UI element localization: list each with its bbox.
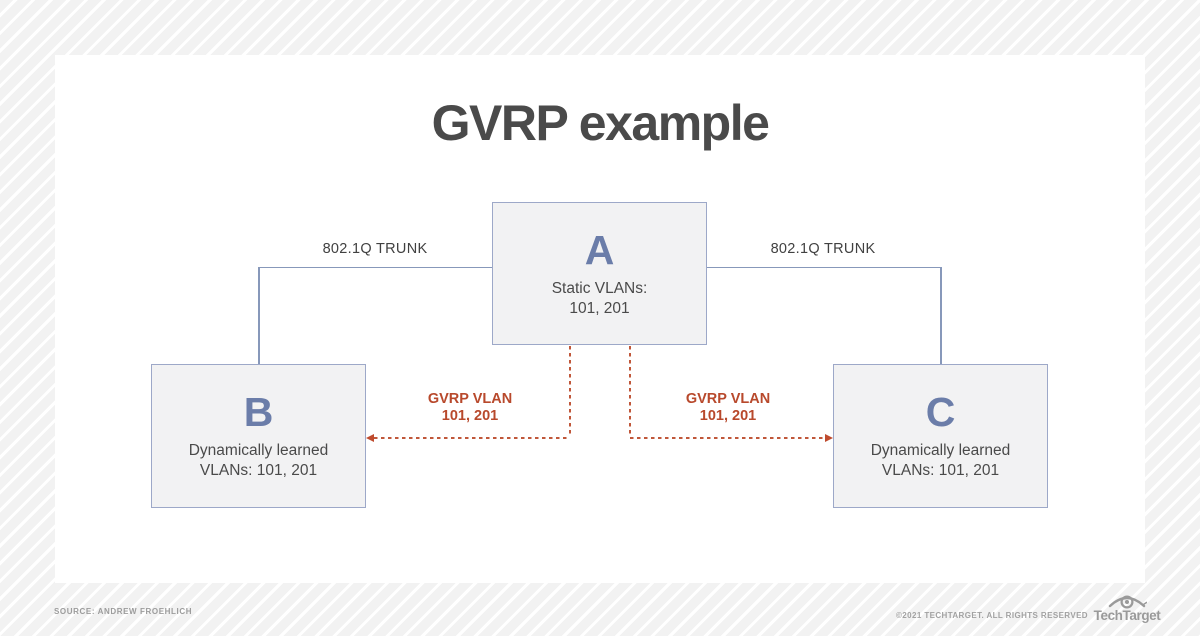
gvrp-label-left-line1: GVRP VLAN [427, 391, 513, 407]
arrowhead-left-icon [366, 433, 374, 442]
switch-a-line1: Static VLANs: [551, 279, 648, 297]
switch-b-letter: B [243, 389, 274, 435]
switch-a-line2: 101, 201 [569, 299, 630, 317]
gvrp-label-left-line2: 101, 201 [441, 408, 499, 424]
page-title: GVRP example [431, 95, 770, 151]
trunk-label-left: 802.1Q TRUNK [322, 241, 428, 257]
trunk-label-right: 802.1Q TRUNK [770, 241, 876, 257]
switch-b-line2: VLANs: 101, 201 [199, 462, 318, 479]
switch-c-line1: Dynamically learned [870, 442, 1011, 459]
trunk-line-left-vertical [258, 267, 260, 364]
switch-b-line1: Dynamically learned [188, 442, 329, 459]
switch-a-letter: A [584, 226, 615, 273]
trunk-line-left-horizontal [259, 266, 492, 268]
gvrp-dashed-line-right-vertical [629, 346, 631, 437]
gvrp-label-right-line1: GVRP VLAN [685, 391, 771, 407]
gvrp-dashed-line-right-horizontal [630, 437, 826, 439]
arrowhead-right-icon [825, 433, 833, 442]
techtarget-logo: TechTarget [1094, 590, 1161, 623]
gvrp-label-right-line2: 101, 201 [699, 408, 757, 424]
gvrp-dashed-line-left-vertical [569, 346, 571, 437]
gvrp-label-right: GVRP VLAN 101, 201 [643, 391, 813, 425]
techtarget-eye-icon [1108, 595, 1147, 609]
source-credit: SOURCE: ANDREW FROEHLICH [54, 607, 193, 616]
techtarget-wordmark: TechTarget [1093, 608, 1161, 623]
gvrp-label-left: GVRP VLAN 101, 201 [385, 391, 555, 425]
switch-c-letter: C [925, 389, 956, 435]
switch-node-c: C Dynamically learned VLANs: 101, 201 [833, 364, 1048, 508]
trunk-line-right-vertical [940, 267, 942, 365]
switch-node-a: A Static VLANs: 101, 201 [492, 202, 707, 345]
switch-node-b: B Dynamically learned VLANs: 101, 201 [151, 364, 366, 508]
switch-c-line2: VLANs: 101, 201 [881, 462, 1000, 479]
copyright-text: ©2021 TECHTARGET. ALL RIGHTS RESERVED [896, 611, 1088, 620]
gvrp-dashed-line-left-horizontal [374, 437, 570, 439]
trunk-line-right-horizontal [707, 266, 941, 268]
